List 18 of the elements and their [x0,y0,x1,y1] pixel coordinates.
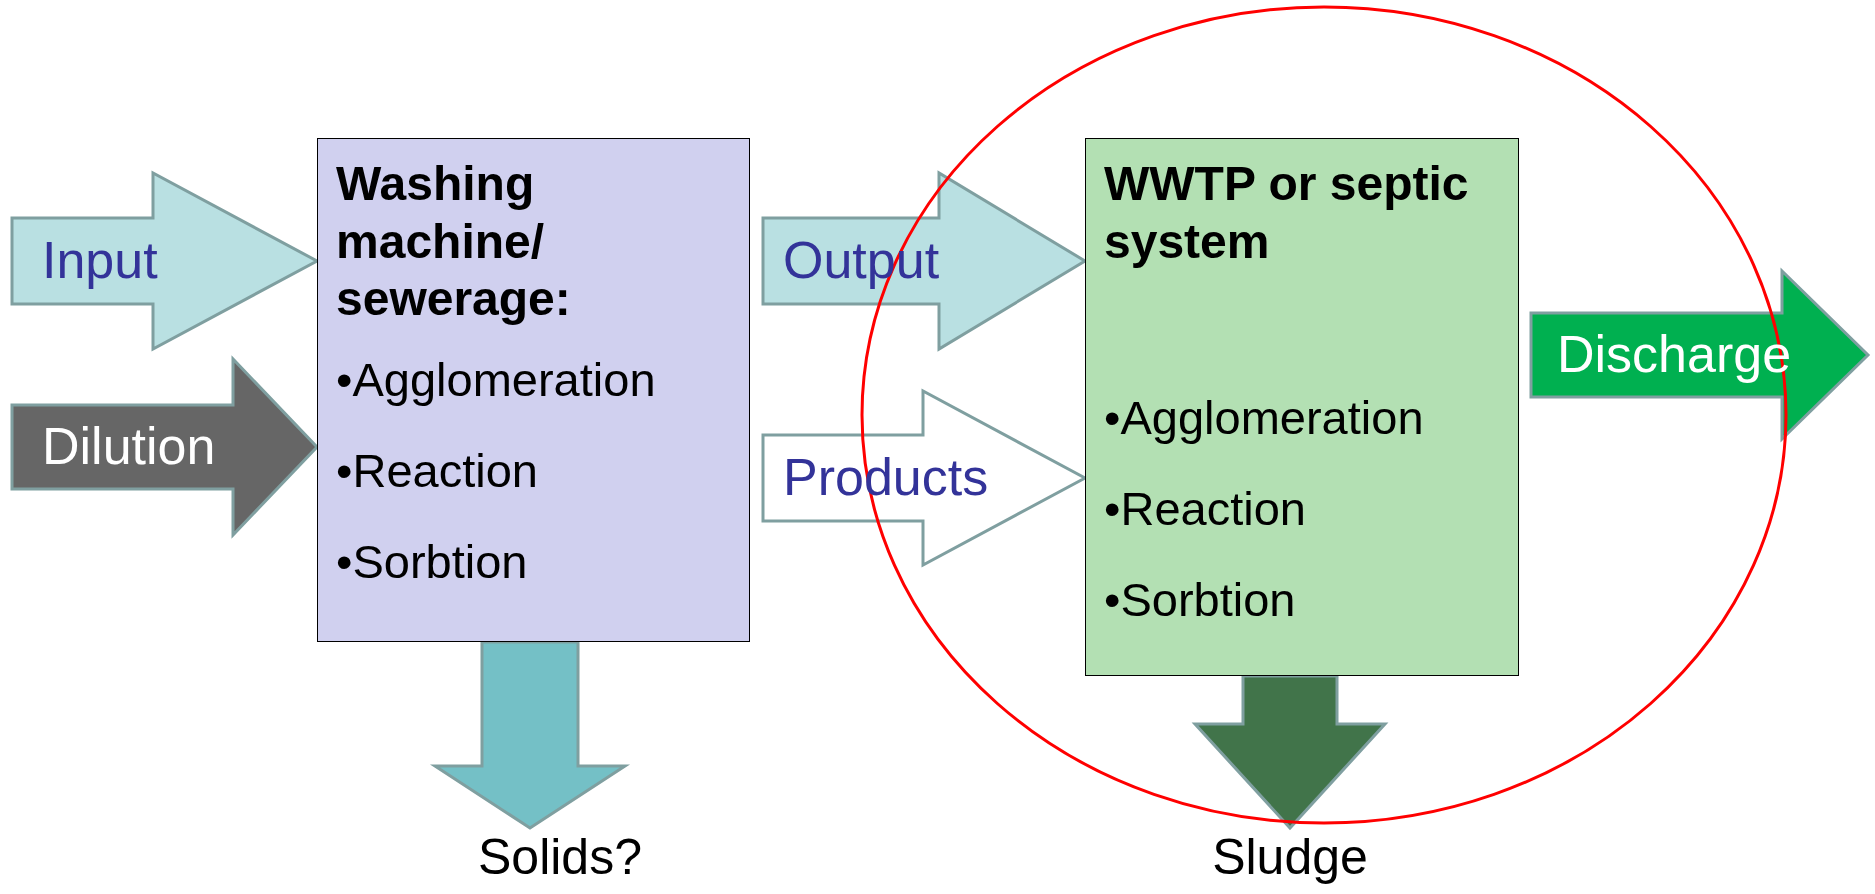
list-item: •Reaction [336,442,539,498]
edge-label: Dilution [42,416,216,476]
process-box [317,138,750,642]
output-text: Sludge [1180,828,1400,890]
list-item: •Agglomeration [336,351,657,407]
block-arrow [10,355,320,539]
process-box [1085,138,1519,676]
box-heading: WWTP or septic system [1104,156,1470,270]
box-heading: Washing machine/ sewerage: [336,156,572,328]
block-arrow [1191,674,1389,831]
list-item: •Reaction [1104,481,1307,537]
list-item: •Sorbtion [1104,572,1297,628]
output-text: Solids? [470,828,650,890]
block-arrow [761,170,1088,352]
block-arrow [429,640,631,830]
list-item: •Agglomeration [1104,390,1425,446]
edge-label: Input [42,230,158,290]
list-item: •Sorbtion [336,533,529,589]
